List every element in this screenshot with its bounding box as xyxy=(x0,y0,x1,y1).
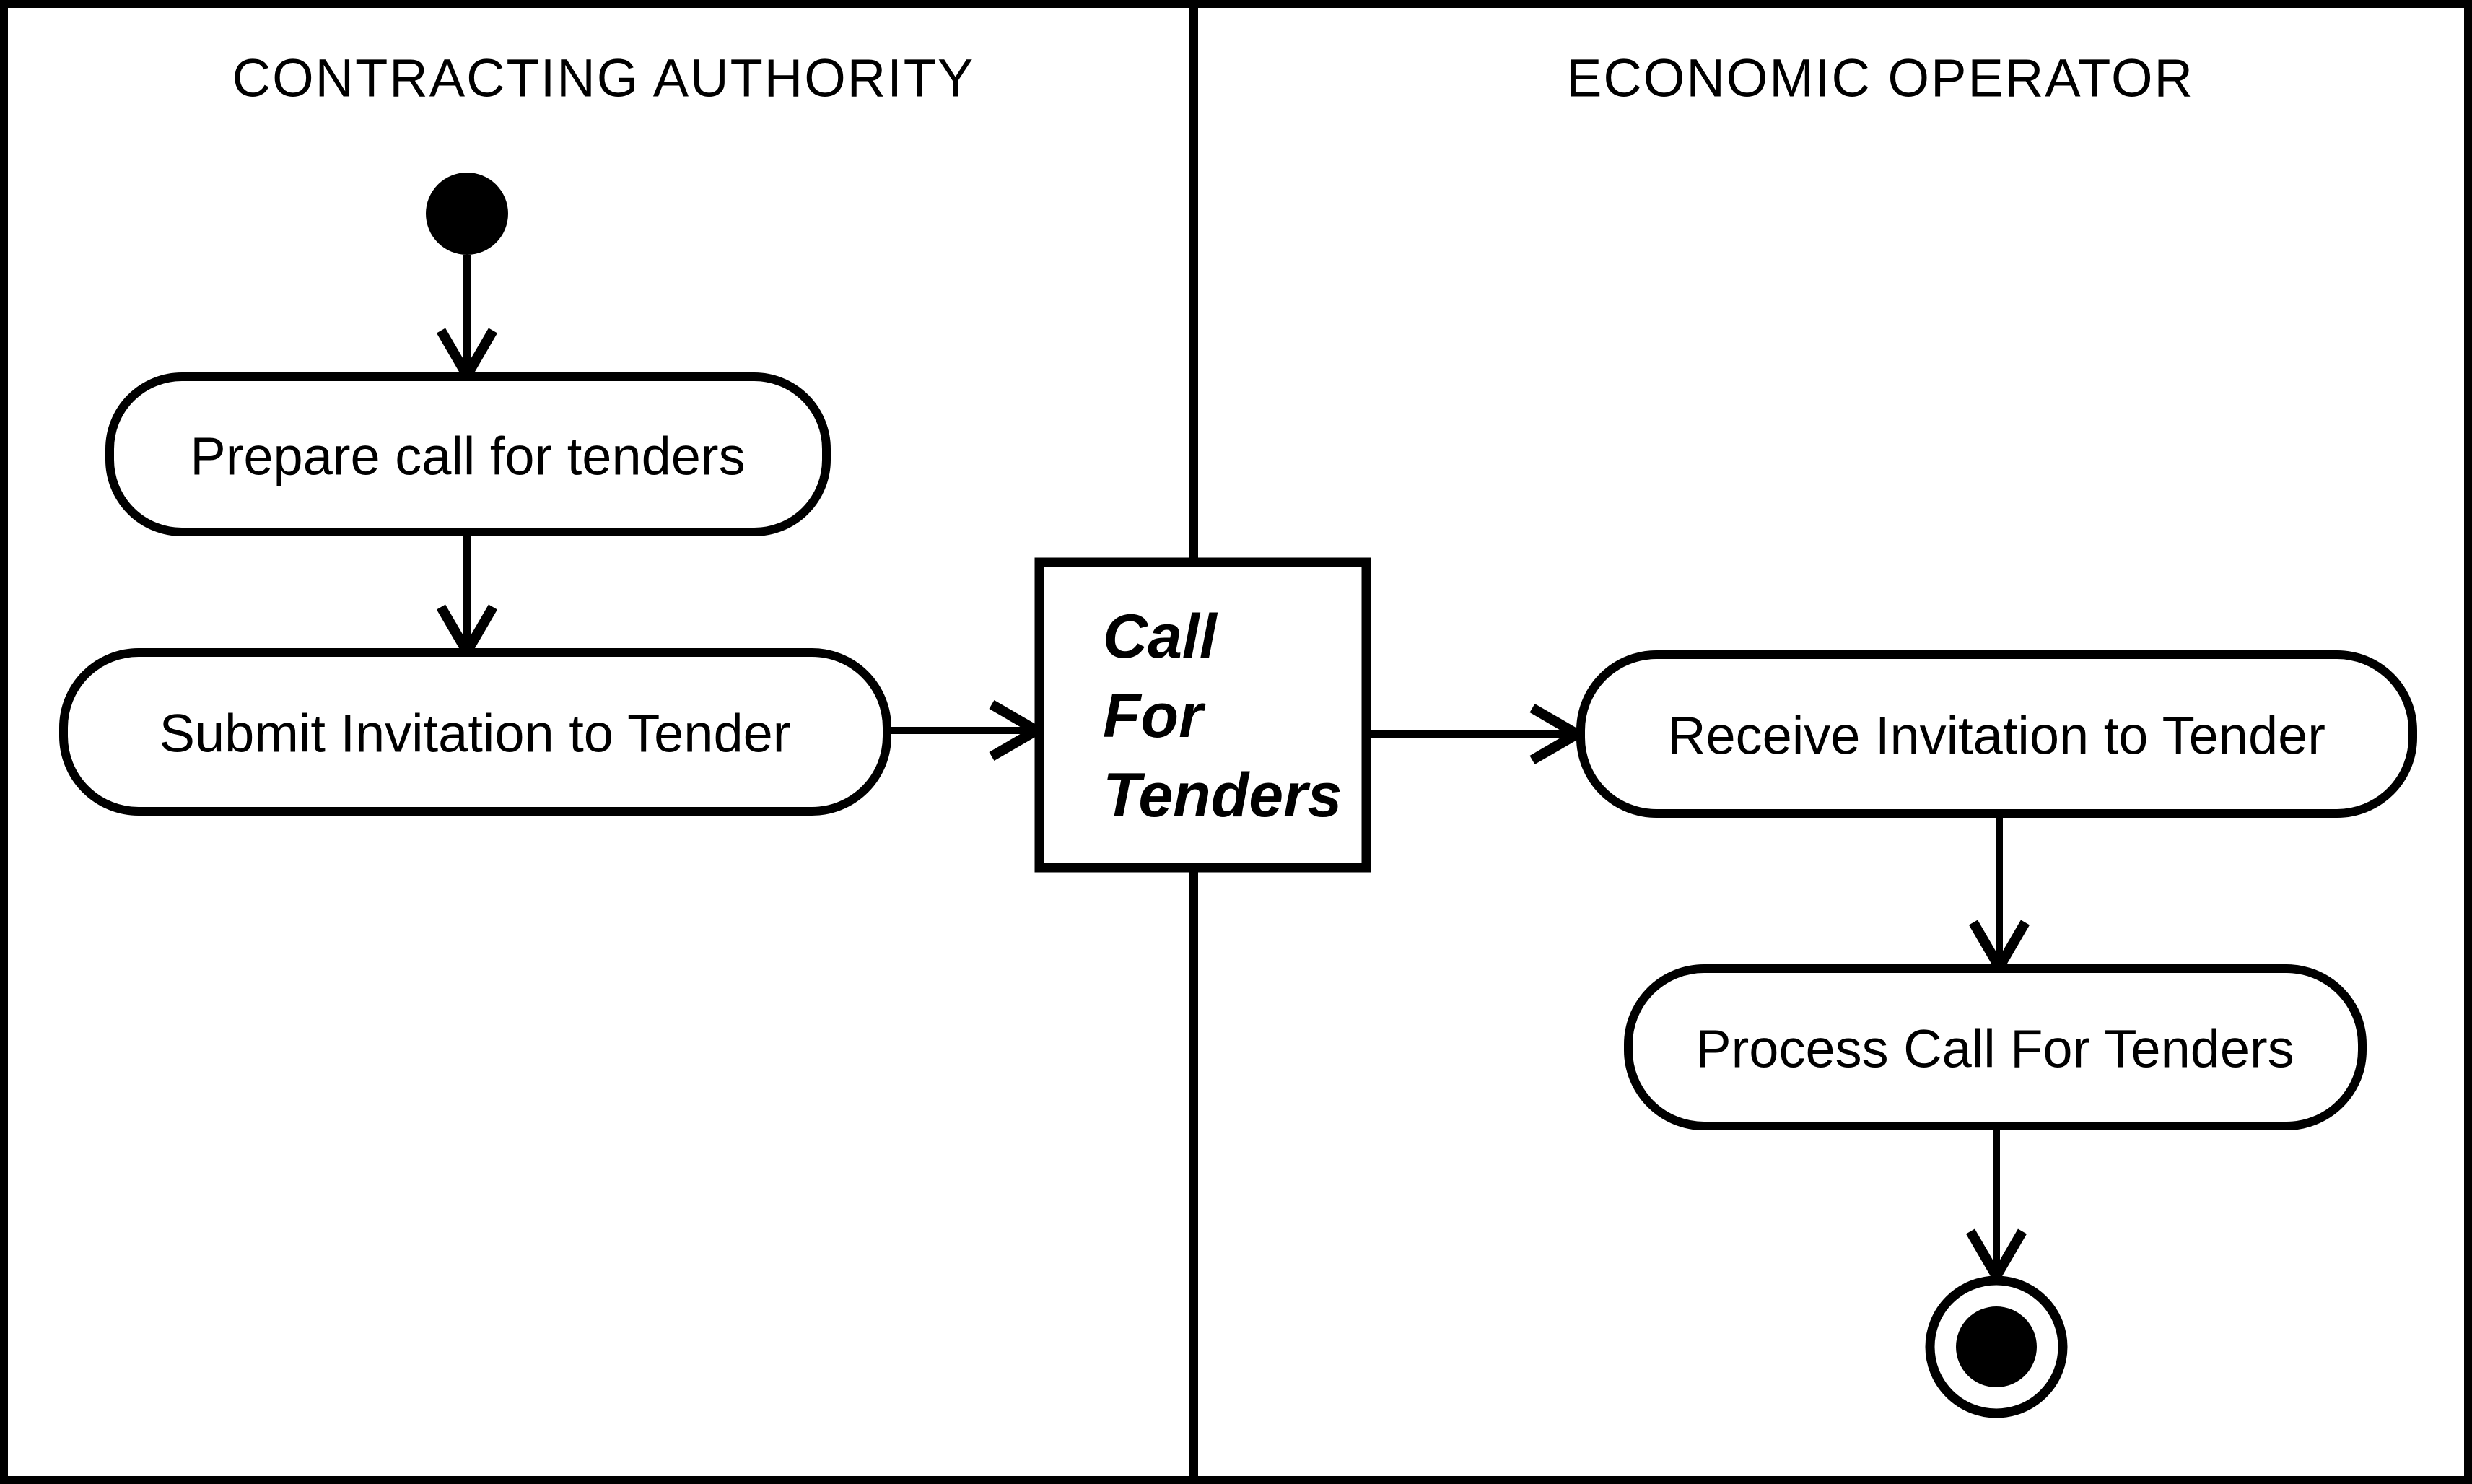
lane-title-economic-operator: ECONOMIC OPERATOR xyxy=(1566,48,2194,108)
activity-receive-invitation-to-tender: Receive Invitation to Tender xyxy=(1576,650,2417,818)
activity-label: Process Call For Tenders xyxy=(1695,1019,2294,1079)
object-node-line-1: Call xyxy=(1103,602,1218,671)
object-node-shape xyxy=(1034,557,1371,873)
object-node-call-for-tenders: Call For Tenders xyxy=(1034,557,1371,873)
activity-process-call-for-tenders: Process Call For Tenders xyxy=(1624,964,2367,1130)
object-node-line-3: Tenders xyxy=(1103,761,1342,830)
object-node-line-2: For xyxy=(1103,681,1206,751)
flow-arrow-call-for-tenders-to-receive xyxy=(1366,703,1587,765)
final-node-inner-dot xyxy=(1956,1306,2037,1387)
activity-label: Receive Invitation to Tender xyxy=(1667,706,2325,766)
activity-prepare-call-for-tenders: Prepare call for tenders xyxy=(105,372,831,536)
flow-arrow-submit-to-call-for-tenders xyxy=(887,699,1047,761)
initial-node xyxy=(426,173,508,255)
flow-arrow-prepare-to-submit xyxy=(436,532,498,662)
flow-arrow-process-to-final xyxy=(1965,1126,2027,1286)
activity-final-node xyxy=(1925,1275,2068,1418)
lane-title-contracting-authority: CONTRACTING AUTHORITY xyxy=(232,48,975,108)
activity-submit-invitation-to-tender: Submit Invitation to Tender xyxy=(59,648,891,816)
flow-arrow-receive-to-process xyxy=(1968,813,2030,977)
activity-label: Submit Invitation to Tender xyxy=(160,704,791,764)
activity-label: Prepare call for tenders xyxy=(190,427,745,486)
flow-arrow-start-to-prepare xyxy=(436,255,498,385)
